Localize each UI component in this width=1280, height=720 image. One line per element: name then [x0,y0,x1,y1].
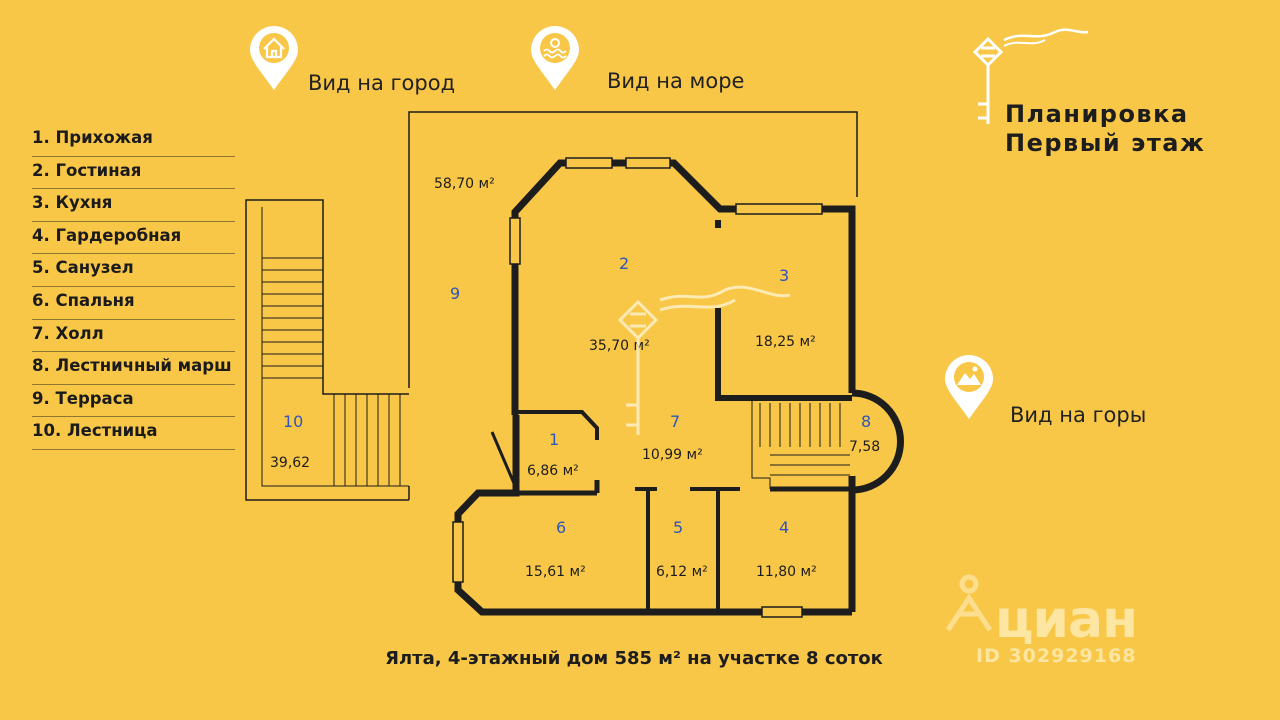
plan-title: Планировка Первый этаж [1005,100,1205,158]
house-pin-icon [250,26,298,90]
city-view-label: Вид на город [308,71,456,95]
terrace-outline [408,111,858,388]
cian-logo-icon [945,574,993,632]
sea-view-label: Вид на море [607,69,745,93]
legend-item: 1. Прихожая [32,124,235,157]
key-logo-icon [972,28,1089,124]
room-number-8: 8 [861,412,871,431]
room-area-8: 7,58 [849,439,880,455]
room-number-4: 4 [779,518,789,537]
room-labels: 1 6,86 м² 2 35,70 м² 3 18,25 м² 4 11,80 … [270,176,880,580]
room-area-6: 15,61 м² [525,564,586,580]
room-number-5: 5 [673,518,683,537]
plan-title-line2: Первый этаж [1005,129,1206,157]
legend-item: 6. Спальня [32,287,235,320]
room-number-3: 3 [779,266,789,285]
room-area-10: 39,62 [270,455,310,471]
legend-item: 8. Лестничный марш [32,352,235,385]
room-area-9: 58,70 м² [434,176,495,192]
walls [454,159,856,616]
mountain-view-label: Вид на горы [1010,403,1147,427]
staircase-8 [751,389,904,494]
legend-item: 5. Санузел [32,254,235,287]
room-area-4: 11,80 м² [756,564,817,580]
room-area-3: 18,25 м² [755,334,816,350]
windows [452,157,823,618]
house-caption: Ялта, 4-этажный дом 585 м² на участке 8 … [385,648,883,669]
mountain-pin-icon [945,355,993,419]
legend-item: 3. Кухня [32,189,235,222]
room-number-7: 7 [670,412,680,431]
legend-item: 10. Лестница [32,417,235,450]
room-number-6: 6 [556,518,566,537]
sea-pin-icon [531,26,579,90]
room-area-1: 6,86 м² [527,463,579,479]
legend-item: 2. Гостиная [32,157,235,190]
room-area-5: 6,12 м² [656,564,708,580]
legend-item: 7. Холл [32,320,235,353]
staircase-10 [245,199,409,501]
cian-watermark-brand: циан [995,590,1138,650]
room-legend: 1. Прихожая 2. Гостиная 3. Кухня 4. Гард… [32,124,235,450]
room-number-9: 9 [450,284,460,303]
room-number-10: 10 [283,412,303,431]
room-number-2: 2 [619,254,629,273]
key-logo-watermark [617,285,791,435]
legend-item: 4. Гардеробная [32,222,235,255]
plan-title-line1: Планировка [1005,100,1189,128]
room-number-1: 1 [549,430,559,449]
legend-item: 9. Терраса [32,385,235,418]
room-area-2: 35,70 м² [589,338,650,354]
room-area-7: 10,99 м² [642,447,703,463]
cian-watermark-id: ID 302929168 [976,645,1137,667]
